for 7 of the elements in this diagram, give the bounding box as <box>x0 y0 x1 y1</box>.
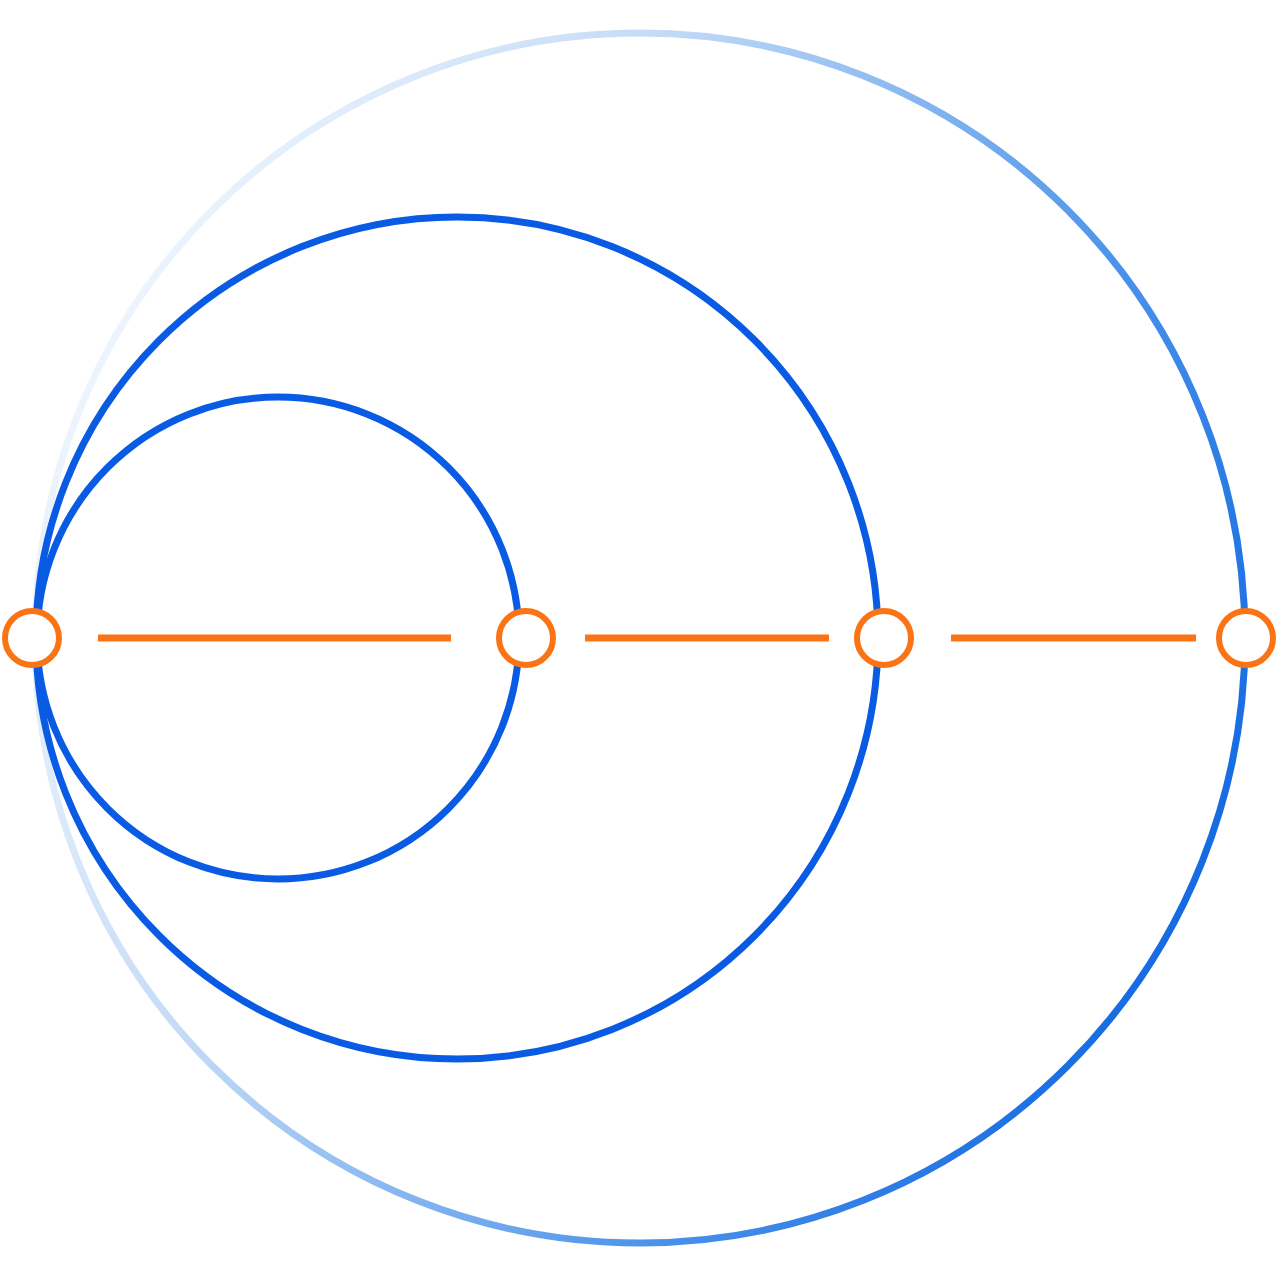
point-marker <box>853 608 913 668</box>
point-marker <box>2 608 62 668</box>
point-marker <box>495 608 555 668</box>
connector-line <box>951 634 1196 642</box>
connector-line <box>98 634 451 642</box>
point-marker <box>1216 608 1276 668</box>
connector-line <box>585 634 829 642</box>
